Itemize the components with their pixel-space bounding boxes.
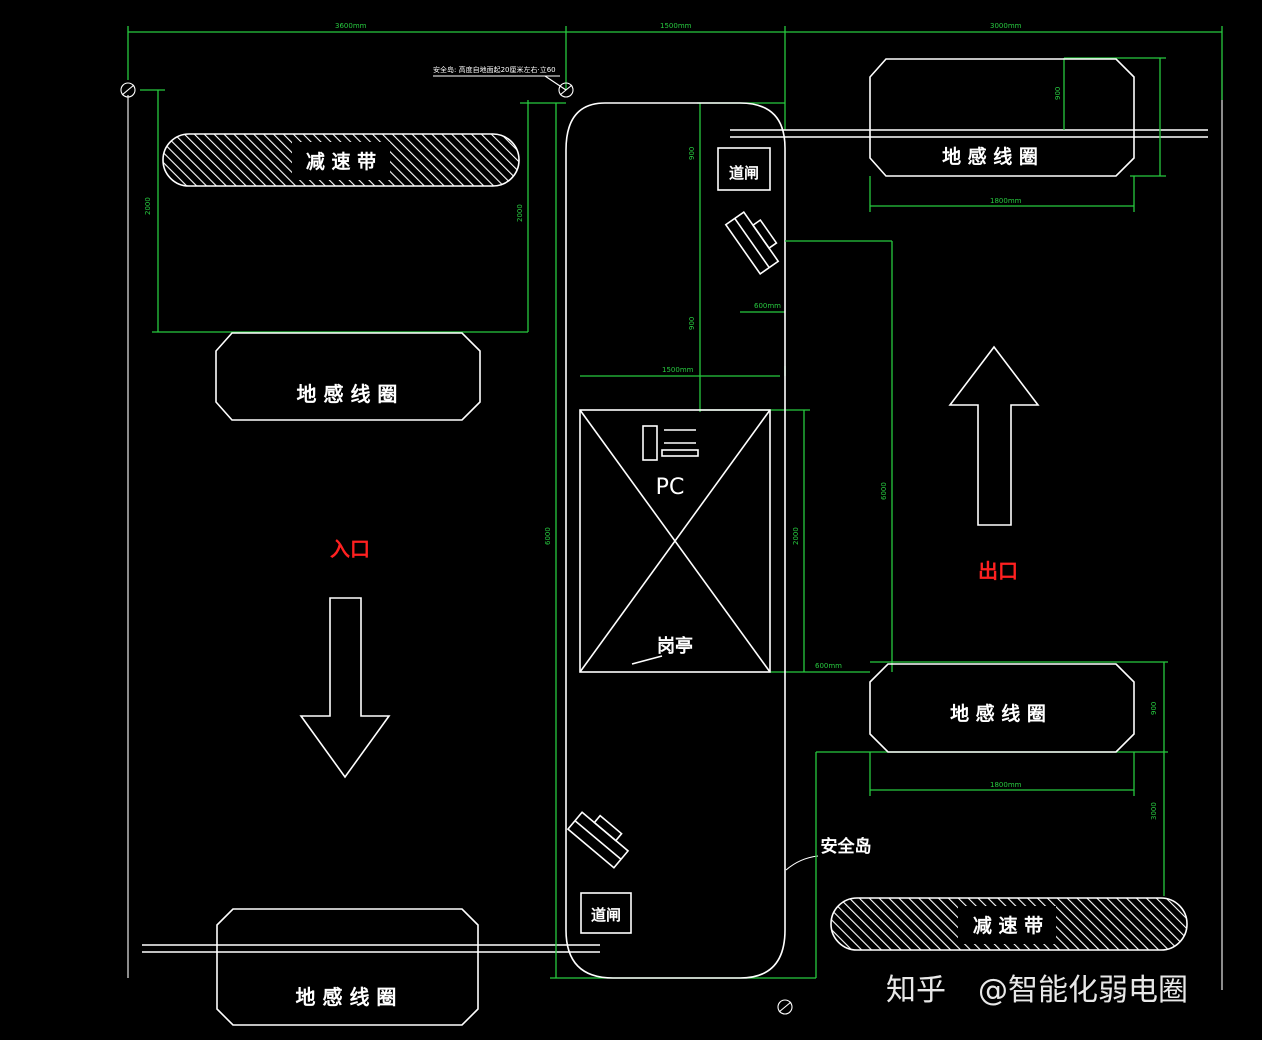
svg-text:2000: 2000: [792, 527, 800, 545]
svg-text:900: 900: [1150, 702, 1158, 715]
svg-text:600mm: 600mm: [815, 662, 842, 670]
dim-top-left: 3600mm: [335, 22, 367, 30]
speed-bump-label: 减 速 带: [306, 150, 376, 173]
watermark-account: @智能化弱电圈: [978, 973, 1188, 1008]
exit-arrow-up: [948, 345, 1040, 526]
safety-island-callout: 安全岛: [785, 836, 872, 871]
safety-island: [565, 102, 786, 979]
speed-bump-exit: 减 速 带: [830, 897, 1188, 951]
pc-monitor-icon: [642, 425, 658, 461]
dim-top-right: 3000mm: [990, 22, 1022, 30]
svg-text:道闸: 道闸: [729, 164, 759, 182]
svg-text:2000: 2000: [144, 197, 152, 215]
entrance-arrow-down: [299, 597, 391, 779]
svg-text:900: 900: [1054, 87, 1062, 100]
ground-coil-entrance-upper: 地 感 线 圈: [215, 332, 481, 421]
svg-text:地 感 线 圈: 地 感 线 圈: [297, 382, 398, 406]
watermark: 知乎 @智能化弱电圈: [886, 973, 1188, 1008]
svg-text:道闸: 道闸: [591, 906, 621, 924]
svg-text:减 速 带: 减 速 带: [973, 914, 1043, 937]
ground-coil-entrance-lower: 地 感 线 圈: [142, 908, 600, 1026]
entrance-label: 入口: [330, 537, 370, 561]
exit-label: 出口: [978, 559, 1018, 583]
ground-coil-exit-upper: 地 感 线 圈: [869, 58, 1135, 177]
svg-text:6000: 6000: [880, 482, 888, 500]
svg-text:1800mm: 1800mm: [990, 781, 1022, 789]
svg-text:安全岛: 高度自地面起20厘米左右·立60: 安全岛: 高度自地面起20厘米左右·立60: [433, 65, 556, 74]
safety-island-dimensions: 6000 900 900 1500mm 2000 600mm 600mm: [544, 102, 870, 979]
svg-text:地 感 线 圈: 地 感 线 圈: [950, 702, 1046, 725]
svg-text:2000: 2000: [516, 204, 524, 222]
barrier-gate-exit: 道闸: [717, 129, 1208, 191]
svg-text:6000: 6000: [544, 527, 552, 545]
svg-text:900: 900: [688, 317, 696, 330]
watermark-brand: 知乎: [886, 973, 946, 1008]
svg-text:1500mm: 1500mm: [662, 366, 694, 374]
barrier-gate-entrance: 道闸: [580, 892, 632, 934]
svg-text:安全岛: 安全岛: [821, 836, 872, 857]
svg-text:900: 900: [688, 147, 696, 160]
top-dimension-chain: 3600mm 1500mm 3000mm: [127, 22, 1223, 130]
pc-label: PC: [656, 475, 685, 500]
speed-bump-entrance: 减 速 带: [162, 133, 520, 187]
svg-text:600mm: 600mm: [754, 302, 781, 310]
break-marker-top-left: [120, 82, 136, 98]
leader-note: 安全岛: 高度自地面起20厘米左右·立60: [433, 65, 567, 91]
dim-top-mid: 1500mm: [660, 22, 692, 30]
left-dimensions: 2000 2000: [140, 89, 566, 333]
booth-label: 岗亭: [657, 635, 693, 657]
ground-coil-exit-lower: 地 感 线 圈: [869, 663, 1135, 753]
svg-text:1800mm: 1800mm: [990, 197, 1022, 205]
svg-text:地 感 线 圈: 地 感 线 圈: [296, 985, 397, 1009]
camera-icon-upper: [724, 211, 780, 275]
camera-icon-lower: [566, 811, 630, 869]
svg-text:地 感 线 圈: 地 感 线 圈: [942, 145, 1038, 168]
break-marker-bottom: [777, 999, 793, 1015]
guard-booth: PC 岗亭: [579, 409, 771, 673]
svg-text:3000: 3000: [1150, 802, 1158, 820]
